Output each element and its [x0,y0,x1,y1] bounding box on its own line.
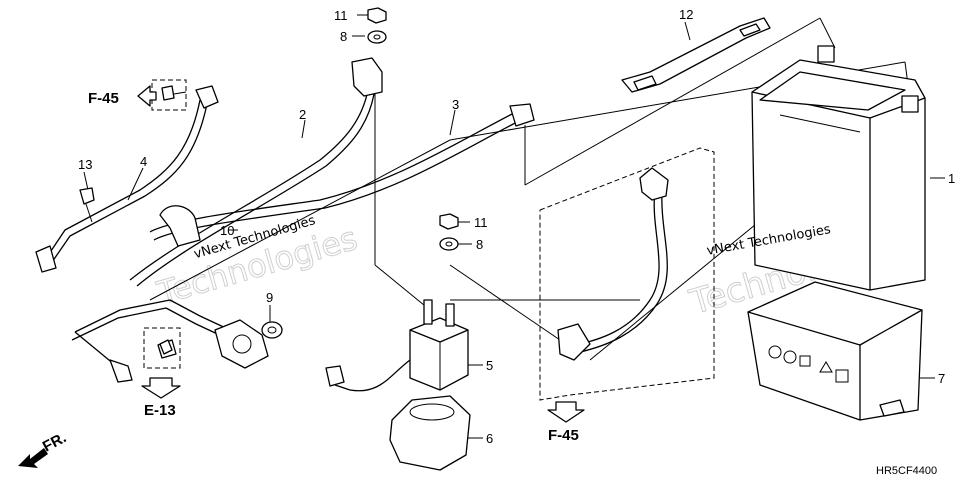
washer-top [367,30,387,44]
arrow-f45-top [137,85,157,107]
cable-clamp [159,205,201,247]
starter-relay [325,299,469,392]
battery [751,45,926,291]
callout-13: 13 [78,157,92,172]
leader-lines [83,14,945,439]
relay-rubber-cover [389,395,471,471]
arrow-f45-bottom [547,401,585,423]
callout-10: 10 [220,223,234,238]
washer-middle [439,237,459,251]
callout-7: 7 [938,371,945,386]
callout-4: 4 [140,154,147,169]
callout-3: 3 [452,97,459,112]
ref-e13: E-13 [144,402,176,419]
battery-strap [621,17,771,93]
front-arrow [18,448,48,468]
positive-cable-harness [557,167,669,361]
battery-tray [747,281,923,421]
bolt-f45 [161,85,187,101]
callout-8-middle: 8 [476,237,483,252]
ref-f45-top: F-45 [88,90,119,107]
callout-5: 5 [486,358,493,373]
callout-1: 1 [948,171,955,186]
connector-grommet [214,319,269,369]
callout-6: 6 [486,431,493,446]
callout-11-middle: 11 [474,215,488,230]
cable-4 [35,85,219,273]
callout-9: 9 [266,290,273,305]
bolt-13 [79,187,95,223]
ref-f45-bottom: F-45 [548,427,579,444]
callout-12: 12 [679,7,693,22]
ground-loop-cable [71,299,231,383]
bolt-e13 [159,339,173,355]
callout-11-top: 11 [334,8,348,23]
callout-2: 2 [299,107,306,122]
bushing [261,321,283,339]
nut-middle [439,213,459,230]
arrow-e13 [141,377,181,399]
cable-2 [129,57,383,287]
diagram-code: HR5CF4400 [876,465,937,477]
nut-top [367,7,387,24]
callout-8-top: 8 [340,29,347,44]
e13-dashed-box [143,327,181,369]
harness-dashed-boundary [539,147,715,401]
